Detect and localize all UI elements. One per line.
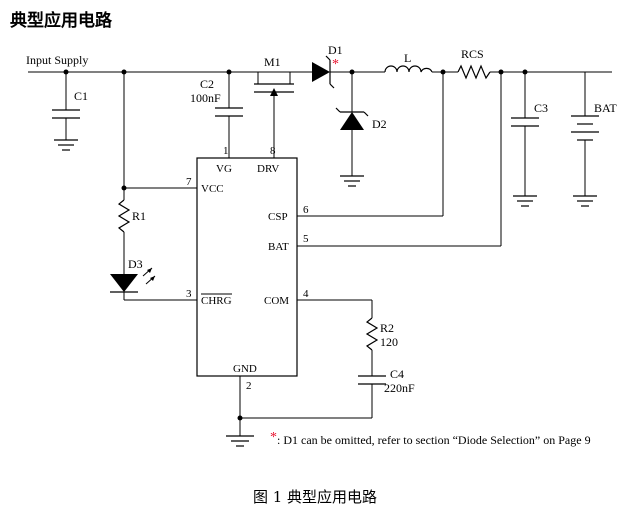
r2-label: R2: [380, 321, 394, 335]
mosfet-m1: M1: [254, 55, 294, 158]
footnote-text: : D1 can be omitted, refer to section “D…: [277, 433, 591, 447]
led-d3: D3: [110, 257, 156, 293]
pin-5-number: 5: [303, 233, 309, 245]
c4-value: 220nF: [384, 381, 415, 395]
pin-4-name: COM: [264, 295, 289, 307]
pin-4-number: 4: [303, 288, 309, 300]
rcs-label: RCS: [461, 47, 484, 61]
r2-value: 120: [380, 335, 398, 349]
capacitor-c3: C3: [511, 72, 548, 207]
resistor-r2: R2 120: [365, 317, 398, 351]
c1-label: C1: [74, 89, 88, 103]
capacitor-c1: C1: [52, 72, 88, 151]
d3-label: D3: [128, 257, 143, 271]
d1-label: D1: [328, 43, 343, 57]
pin-2-number: 2: [246, 380, 252, 392]
d2-label: D2: [372, 117, 387, 131]
pin-8-number: 8: [270, 145, 276, 157]
input-supply-label: Input Supply: [26, 53, 88, 67]
footnote-asterisk: *: [270, 430, 277, 445]
pin-3-number: 3: [186, 288, 192, 300]
pin-7-number: 7: [186, 176, 192, 188]
capacitor-c2: C2 100nF: [190, 72, 243, 158]
bat-label: BAT: [594, 101, 617, 115]
figure-caption: 图 1 典型应用电路: [252, 488, 378, 506]
pin-5-name: BAT: [268, 241, 289, 253]
ic-body: [196, 157, 298, 377]
inductor-l: L: [384, 51, 433, 73]
resistor-rcs: RCS: [457, 47, 491, 80]
capacitor-c4: C4 220nF: [358, 367, 415, 395]
pin-1-name: VG: [216, 163, 232, 175]
pin-6-name: CSP: [268, 211, 288, 223]
pin-7-name: VCC: [201, 183, 224, 195]
pin-1-number: 1: [223, 145, 229, 157]
page-title: 典型应用电路: [10, 11, 112, 31]
diode-d2: D2: [335, 72, 387, 187]
pin-2-name: GND: [233, 363, 257, 375]
junction-dot: [237, 415, 243, 421]
pin-6-number: 6: [303, 204, 309, 216]
battery-bat: BAT: [571, 72, 617, 207]
pin-8-name: DRV: [257, 163, 279, 175]
pin-3-name: CHRG: [201, 295, 232, 307]
r1-label: R1: [132, 209, 146, 223]
resistor-r1: R1: [117, 199, 146, 233]
d1-asterisk: *: [332, 57, 339, 72]
c4-label: C4: [390, 367, 404, 381]
junction-dot: [63, 69, 69, 75]
c2-label: C2: [200, 77, 214, 91]
c2-value: 100nF: [190, 91, 221, 105]
l-label: L: [404, 51, 411, 65]
m1-label: M1: [264, 55, 281, 69]
diode-d1: D1 *: [312, 43, 343, 89]
ground-symbol: [226, 435, 254, 447]
c3-label: C3: [534, 101, 548, 115]
